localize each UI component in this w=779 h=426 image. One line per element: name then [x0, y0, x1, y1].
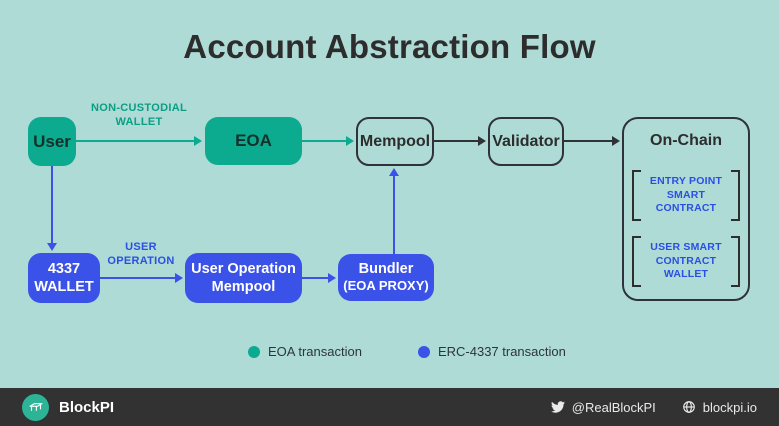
- node-4337-line2: WALLET: [34, 279, 94, 295]
- legend-erc4337-label: ERC-4337 transaction: [437, 344, 566, 359]
- user-smart-line1: USER SMART: [650, 240, 722, 253]
- brand-name: BlockPI: [59, 398, 115, 416]
- legend-item-erc4337: ERC-4337 transaction: [417, 344, 566, 359]
- non-custodial-line1: NON-CUSTODIAL: [91, 102, 187, 114]
- user-operation-line2: OPERATION: [107, 254, 175, 267]
- entry-point-line1: ENTRY POINT: [649, 175, 723, 187]
- user-smart-contract-wallet: USER SMART CONTRACT WALLET: [632, 235, 740, 287]
- arrow-bundler-to-mempool: [389, 168, 399, 254]
- website-link: blockpi.io: [682, 400, 757, 415]
- node-bundler: Bundler (EOA PROXY): [338, 254, 434, 301]
- twitter-handle-text: @RealBlockPI: [571, 399, 656, 415]
- node-4337-wallet: 4337 WALLET: [28, 253, 100, 303]
- node-validator-label: Validator: [492, 132, 560, 150]
- non-custodial-line2: WALLET: [115, 115, 163, 128]
- user-operation-line1: USER: [125, 241, 157, 253]
- node-on-chain-label: On-Chain: [650, 132, 722, 149]
- edge-label-user-operation: USER OPERATION: [96, 241, 186, 269]
- node-eoa: EOA: [205, 117, 302, 165]
- arrow-validator-to-onchain: [564, 136, 620, 146]
- user-smart-line2: CONTRACT WALLET: [655, 254, 717, 281]
- entry-point-line2: SMART CONTRACT: [655, 188, 717, 215]
- node-user-label: User: [33, 131, 71, 151]
- arrow-user-to-4337-wallet: [47, 166, 57, 251]
- blockpi-logo-icon: [22, 393, 49, 421]
- arrow-mempool-to-validator: [434, 136, 486, 146]
- page-title: Account Abstraction Flow: [183, 28, 596, 65]
- globe-icon: [682, 401, 695, 413]
- node-validator: Validator: [488, 117, 564, 166]
- node-uom-line1: User Operation: [191, 260, 296, 277]
- erc4337-transaction-dot-icon: [417, 345, 430, 358]
- node-uom-line2: Mempool: [211, 279, 276, 295]
- arrow-user-to-eoa: [76, 136, 202, 146]
- node-eoa-label: EOA: [235, 131, 272, 150]
- node-4337-line1: 4337: [47, 260, 81, 277]
- node-bundler-line1: Bundler: [358, 261, 414, 278]
- legend-eoa-label: EOA transaction: [268, 344, 362, 359]
- node-on-chain: On-Chain ENTRY POINT SMART CONTRACT USER…: [622, 117, 750, 301]
- arrow-user-op-mempool-to-bundler: [302, 273, 336, 283]
- arrow-eoa-to-mempool: [302, 136, 354, 146]
- node-mempool: Mempool: [356, 117, 434, 166]
- eoa-transaction-dot-icon: [248, 345, 260, 358]
- node-user: User: [28, 117, 76, 166]
- node-bundler-line2: (EOA PROXY): [343, 278, 429, 294]
- legend: EOA transaction ERC-4337 transaction: [248, 344, 566, 359]
- edge-label-non-custodial-wallet: NON-CUSTODIAL WALLET: [75, 102, 203, 130]
- node-user-operation-mempool: User Operation Mempool: [185, 253, 302, 303]
- twitter-handle: @RealBlockPI: [550, 399, 656, 415]
- node-mempool-label: Mempool: [359, 132, 431, 150]
- footer-bar: BlockPI @RealBlockPI blockpi.io: [0, 388, 779, 426]
- arrow-4337-to-user-op-mempool: [100, 273, 183, 283]
- twitter-icon: [550, 401, 565, 413]
- entry-point-smart-contract: ENTRY POINT SMART CONTRACT: [632, 170, 740, 221]
- website-text: blockpi.io: [702, 399, 757, 415]
- brand: BlockPI: [22, 393, 115, 421]
- footer-links: @RealBlockPI blockpi.io: [550, 399, 757, 415]
- legend-item-eoa: EOA transaction: [248, 344, 362, 359]
